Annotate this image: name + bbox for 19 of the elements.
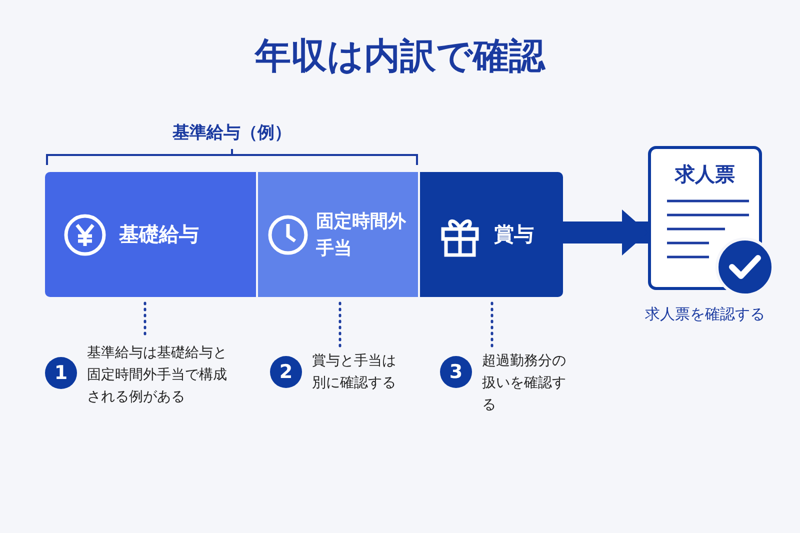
category-box <box>258 172 418 297</box>
number-badge: 1 <box>45 357 77 389</box>
box-label: 基礎給与 <box>119 221 199 248</box>
category-box <box>420 172 563 297</box>
note-text: 賞与と手当は別に確認する <box>312 352 397 393</box>
bracket-label: 基準給与（例） <box>172 122 292 144</box>
dotted-connector <box>338 302 342 348</box>
note-text: 超過勤務分の扱いを確認する <box>482 352 567 415</box>
box-label: 賞与 <box>494 221 534 248</box>
arrow <box>563 210 648 256</box>
title: 年収は内訳で確認 <box>253 35 546 79</box>
dotted-connector <box>490 302 494 348</box>
number-badge: 2 <box>270 356 302 388</box>
category-box <box>45 172 256 297</box>
number-badge: 3 <box>440 356 472 388</box>
document-title: 求人票 <box>674 161 736 188</box>
note-text: 基準給与は基礎給与と固定時間外手当で構成される例がある <box>87 344 228 407</box>
document-caption: 求人票を確認する <box>644 305 766 324</box>
box-label: 固定時間外手当 <box>316 210 407 260</box>
